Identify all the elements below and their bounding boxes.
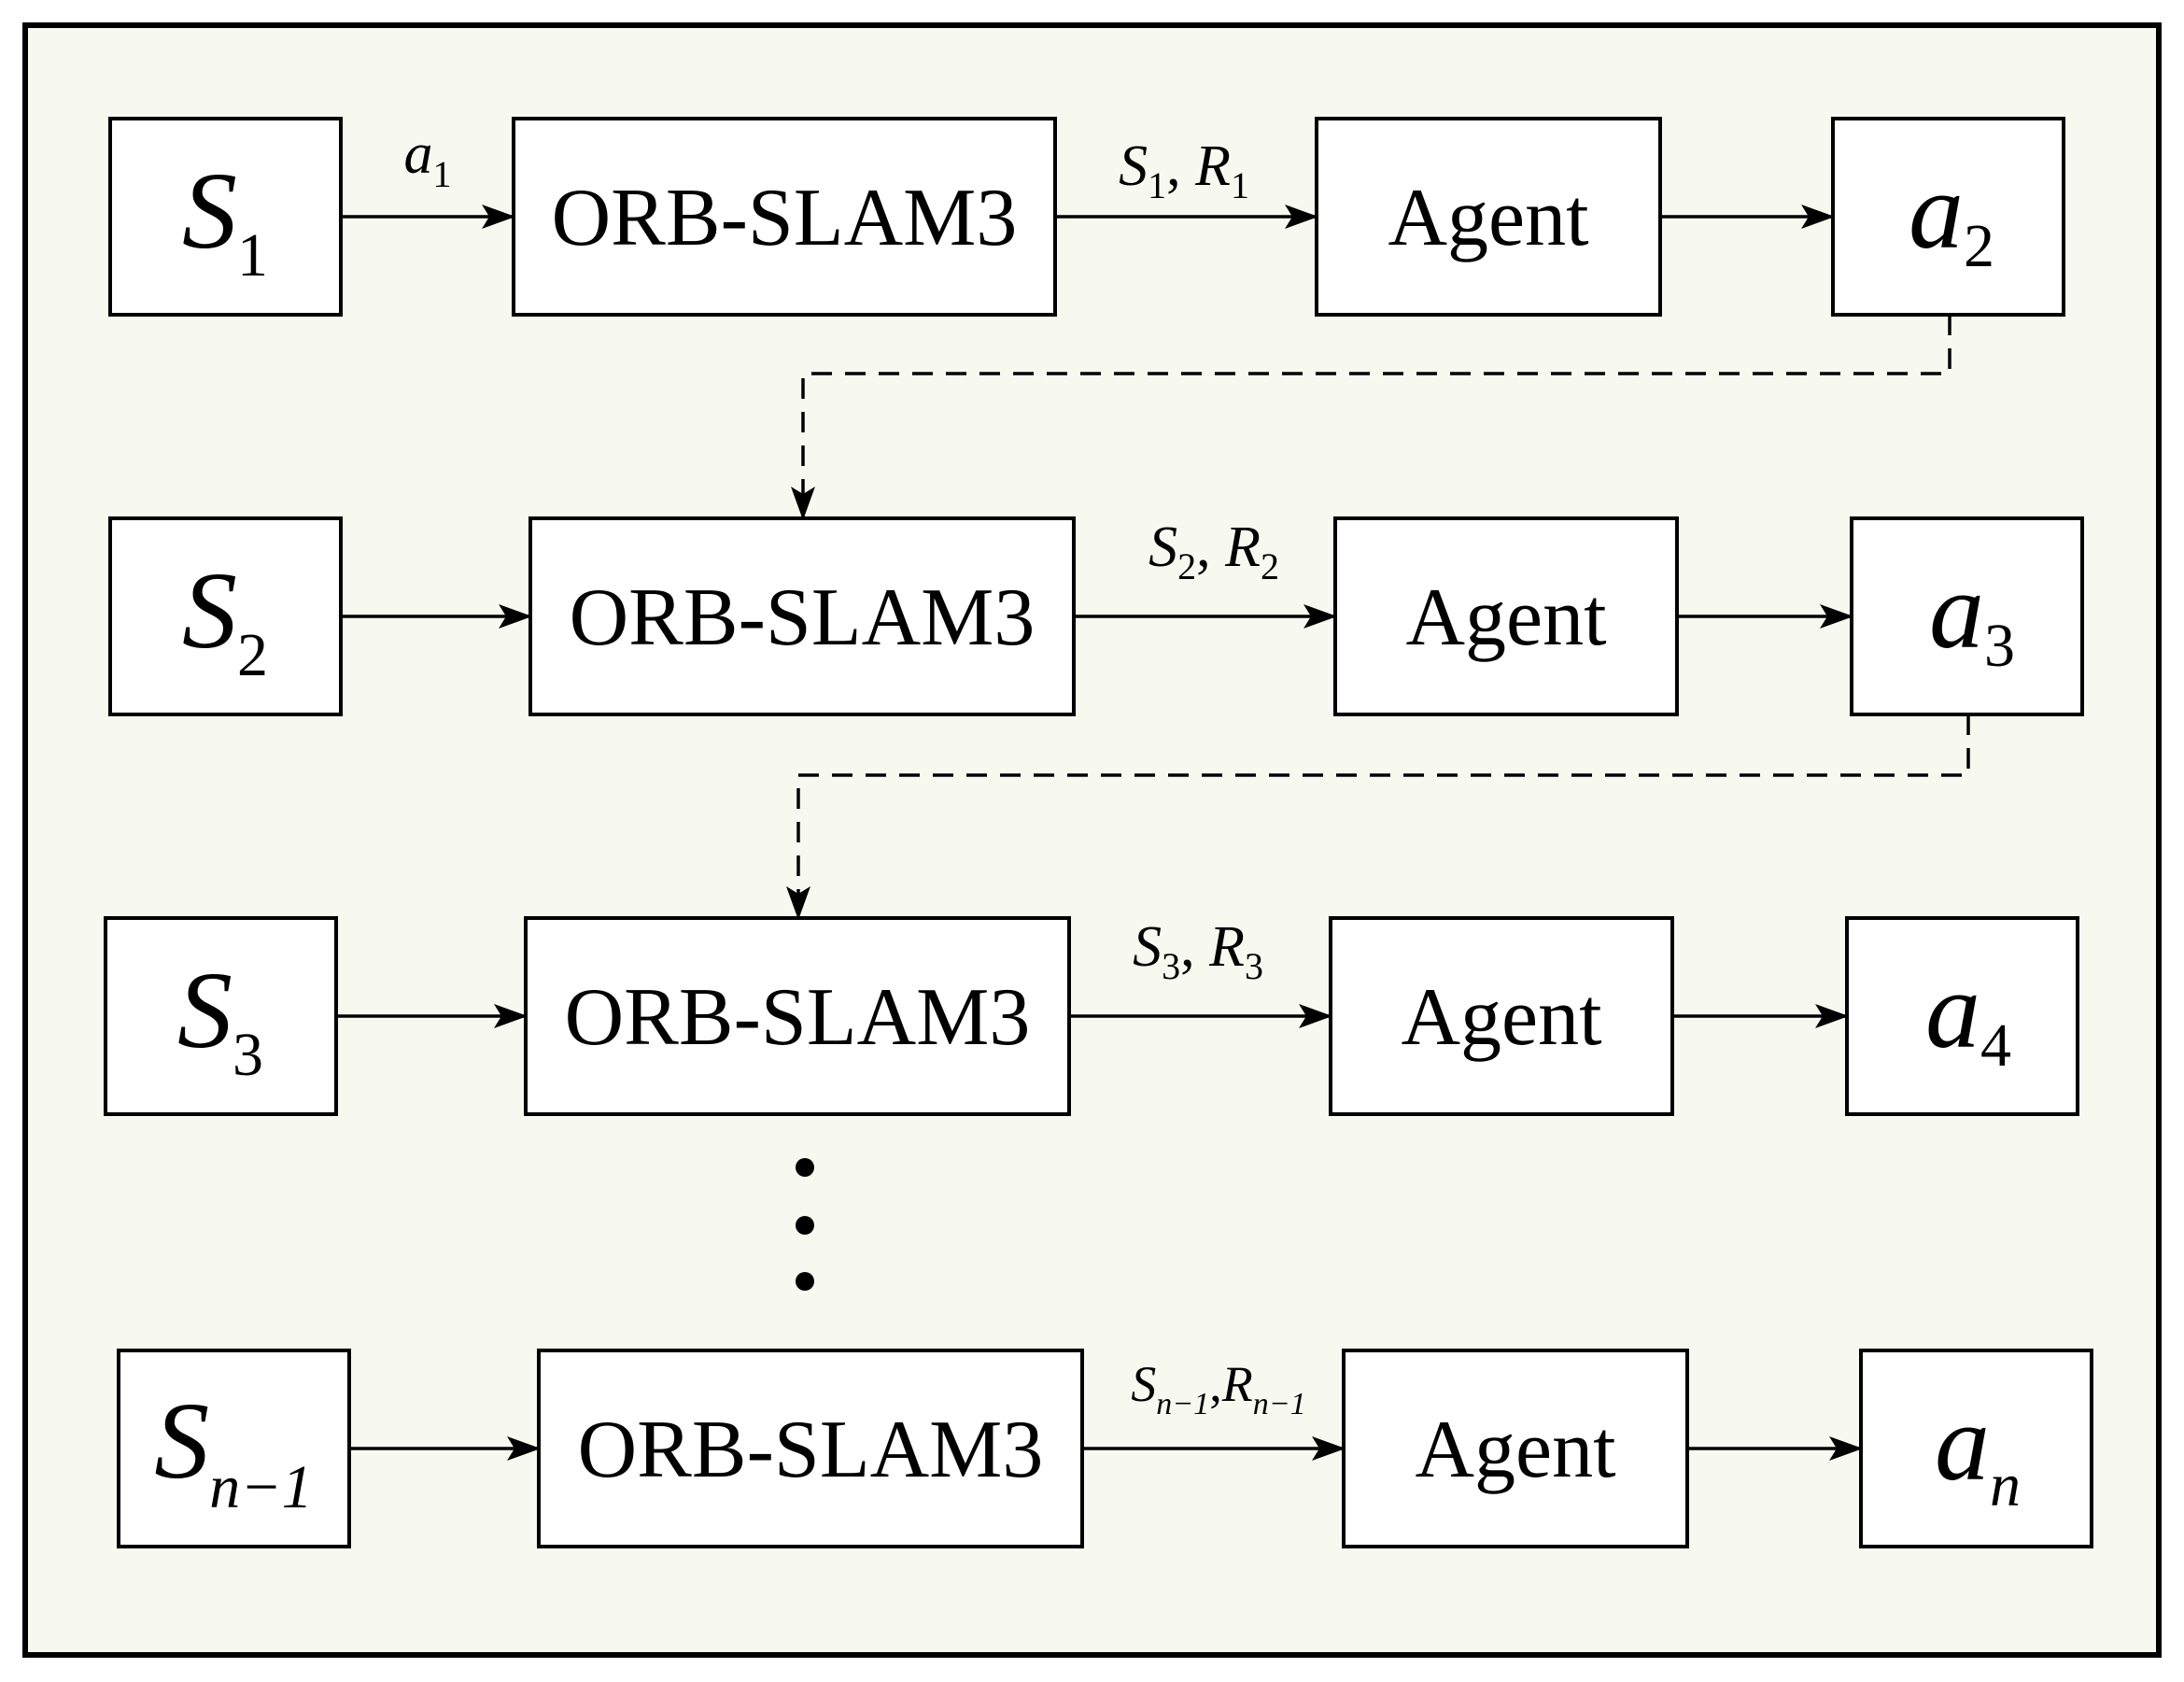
- agent-box-2: [1333, 516, 1679, 716]
- action-box-n: [1859, 1349, 2093, 1548]
- row-3: S3 ORB-SLAM3 S3, R3 Agent a4: [104, 915, 2079, 1116]
- action-label-2: a3: [1929, 549, 2015, 680]
- agent-box-1: [1315, 117, 1662, 317]
- state-label-2: S2: [182, 549, 268, 689]
- action-box-3: [1845, 916, 2079, 1116]
- ellipsis-dots: [796, 1158, 814, 1291]
- state-box-1: [108, 117, 343, 317]
- row-n: Sn−1 ORB-SLAM3 Sn−1,Rn−1 Agent an: [117, 1349, 2093, 1548]
- feedback-dashed-arrow-2: [786, 714, 1970, 920]
- state-reward-label-1: S1, R1: [1119, 134, 1249, 206]
- state-label-n: Sn−1: [154, 1379, 313, 1521]
- agent-label-1: Agent: [1388, 173, 1588, 263]
- state-box-n: [117, 1349, 351, 1548]
- state-box-2: [108, 516, 343, 716]
- orb-slam3-label-2: ORB-SLAM3: [570, 572, 1036, 663]
- action-label-1: a2: [1909, 149, 1994, 280]
- row-1: S1 a1 ORB-SLAM3 S1, R1 Agent a2: [108, 117, 2065, 317]
- feedback-dashed-arrow-1: [791, 315, 1952, 520]
- ellipsis-dot-1: [796, 1158, 814, 1177]
- diagram-frame: [22, 22, 2162, 1658]
- agent-box-3: [1329, 916, 1674, 1116]
- ellipsis-dot-3: [796, 1272, 814, 1291]
- agent-label-3: Agent: [1401, 972, 1601, 1063]
- agent-label-n: Agent: [1415, 1405, 1615, 1495]
- ellipsis-dot-2: [796, 1216, 814, 1235]
- state-reward-label-2: S2, R2: [1148, 516, 1279, 587]
- agent-label-2: Agent: [1405, 572, 1606, 663]
- action-label-3: a4: [1925, 949, 2011, 1080]
- state-label-3: S3: [177, 949, 263, 1089]
- orb-slam3-label-n: ORB-SLAM3: [578, 1405, 1044, 1495]
- orb-slam3-box-1: [512, 117, 1057, 317]
- state-label-1: S1: [182, 149, 268, 290]
- state-reward-label-n: Sn−1,Rn−1: [1131, 1356, 1305, 1421]
- input-action-label-1: a1: [404, 122, 452, 195]
- orb-slam3-label-3: ORB-SLAM3: [565, 972, 1031, 1063]
- orb-slam3-box-2: [528, 516, 1076, 716]
- state-reward-label-3: S3, R3: [1133, 915, 1263, 987]
- orb-slam3-label-1: ORB-SLAM3: [552, 173, 1018, 263]
- row-2: S2 ORB-SLAM3 S2, R2 Agent a3: [108, 516, 2084, 716]
- action-box-2: [1850, 516, 2084, 716]
- action-label-n: an: [1935, 1381, 2021, 1519]
